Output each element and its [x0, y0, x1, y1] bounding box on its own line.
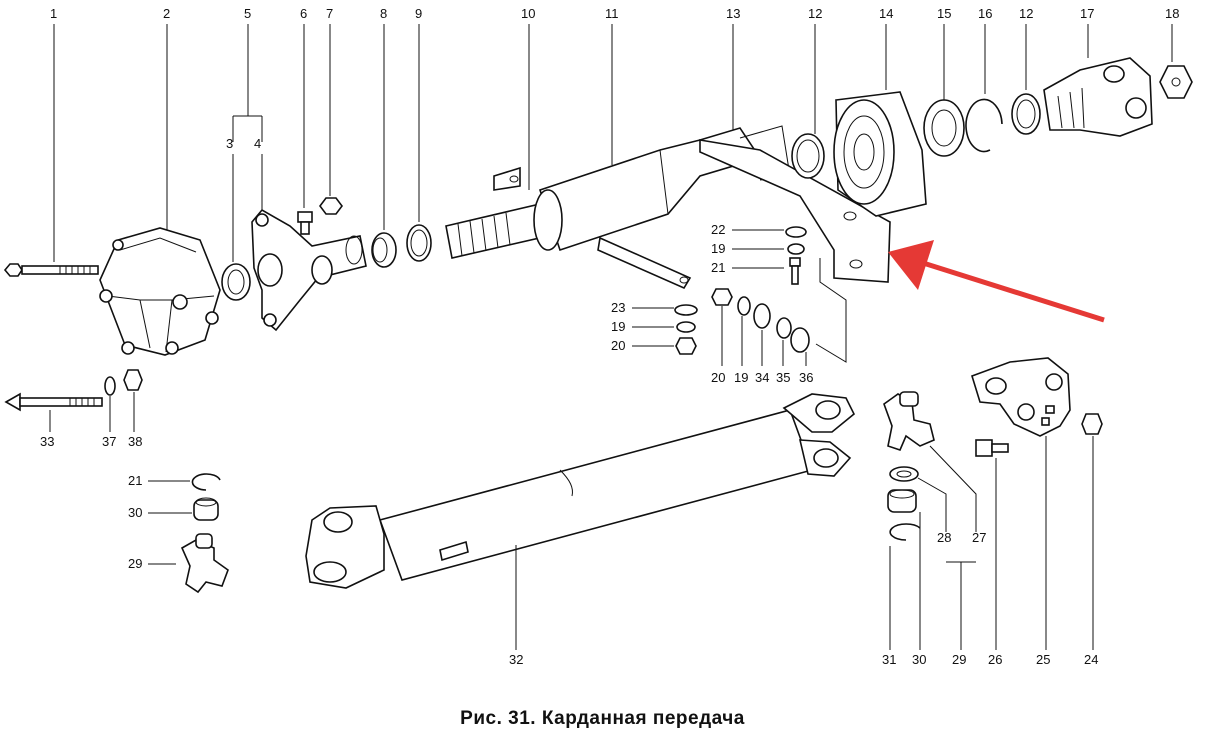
callout-12-right: 12 [1019, 6, 1033, 21]
nut-18 [1159, 65, 1193, 99]
callout-13: 13 [726, 6, 740, 21]
nut-7 [319, 197, 343, 215]
callout-9: 9 [415, 6, 422, 21]
rear-propeller-shaft-32: 32 [305, 393, 856, 667]
universal-joint-kit-right: 28 27 31 30 29 [882, 391, 986, 667]
bushing-3 [221, 263, 251, 301]
leader-lines-24-26: 26 25 24 [988, 436, 1098, 667]
callout-38: 38 [128, 434, 142, 449]
callout-21-left: 21 [128, 473, 142, 488]
bolt-26 [975, 439, 1009, 457]
callout-labels-top: 1 2 5 6 7 8 9 10 11 13 12 14 15 16 12 17… [50, 6, 1179, 151]
yoke-17 [1043, 57, 1153, 137]
callout-28: 28 [937, 530, 951, 545]
bolt-6 [297, 211, 313, 235]
callout-37: 37 [102, 434, 116, 449]
callout-15: 15 [937, 6, 951, 21]
callout-24: 24 [1084, 652, 1098, 667]
flexible-coupling-2 [99, 227, 221, 356]
callout-19-bottom: 19 [734, 370, 748, 385]
callout-22: 22 [711, 222, 725, 237]
callout-14: 14 [879, 6, 893, 21]
leader-lines-top [53, 24, 1173, 262]
bolt-33 [4, 392, 103, 412]
callout-6: 6 [300, 6, 307, 21]
callout-25: 25 [1036, 652, 1050, 667]
callout-11: 11 [605, 6, 619, 21]
callout-12-left: 12 [808, 6, 822, 21]
circlip-16 [965, 98, 1003, 153]
callout-7: 7 [326, 6, 333, 21]
callout-32: 32 [509, 652, 523, 667]
callout-26: 26 [988, 652, 1002, 667]
universal-joint-kit-left: 21 30 29 [128, 473, 229, 594]
callout-2: 2 [163, 6, 170, 21]
callout-4: 4 [254, 136, 261, 151]
flange-yoke-4 [251, 208, 367, 332]
callout-18: 18 [1165, 6, 1179, 21]
callout-31: 31 [882, 652, 896, 667]
bearing-15 [923, 99, 965, 157]
callout-30-right: 30 [912, 652, 926, 667]
figure-caption: Рис. 31. Карданная передача [460, 708, 745, 729]
callout-21-upper: 21 [711, 260, 725, 275]
callout-27: 27 [972, 530, 986, 545]
callout-10: 10 [521, 6, 535, 21]
callout-30-left: 30 [128, 505, 142, 520]
washer-37 [104, 376, 116, 396]
callout-8: 8 [380, 6, 387, 21]
ring-12-left [791, 133, 825, 179]
callout-29-right: 29 [952, 652, 966, 667]
callout-19-upper: 19 [711, 241, 725, 256]
nut-38 [123, 369, 143, 391]
callout-33: 33 [40, 434, 54, 449]
hardware-row-20-36: 20 19 34 35 36 [711, 258, 847, 385]
ring-9 [406, 224, 432, 262]
callout-17: 17 [1080, 6, 1094, 21]
callout-19-lower: 19 [611, 319, 625, 334]
bolt-1 [3, 263, 99, 277]
callout-20-bottom: 20 [711, 370, 725, 385]
leader-lines-33-38: 33 37 38 [40, 392, 142, 449]
nut-24 [1081, 413, 1103, 435]
callout-23: 23 [611, 300, 625, 315]
flange-bracket-25 [971, 357, 1071, 437]
callout-29-left: 29 [128, 556, 142, 571]
ring-12-right [1011, 93, 1041, 135]
hardware-cluster-lower: 23 19 20 [611, 300, 698, 355]
center-bearing-14 [833, 91, 927, 217]
callout-34: 34 [755, 370, 769, 385]
front-shaft-10-11 [445, 125, 791, 290]
callout-16: 16 [978, 6, 992, 21]
red-arrow-pointer [888, 240, 1105, 323]
callout-35: 35 [776, 370, 790, 385]
callout-1: 1 [50, 6, 57, 21]
callout-5: 5 [244, 6, 251, 21]
callout-20-left: 20 [611, 338, 625, 353]
hardware-cluster-upper: 22 19 21 [711, 222, 807, 285]
callout-3: 3 [226, 136, 233, 151]
callout-36: 36 [799, 370, 813, 385]
ring-8 [371, 232, 397, 268]
